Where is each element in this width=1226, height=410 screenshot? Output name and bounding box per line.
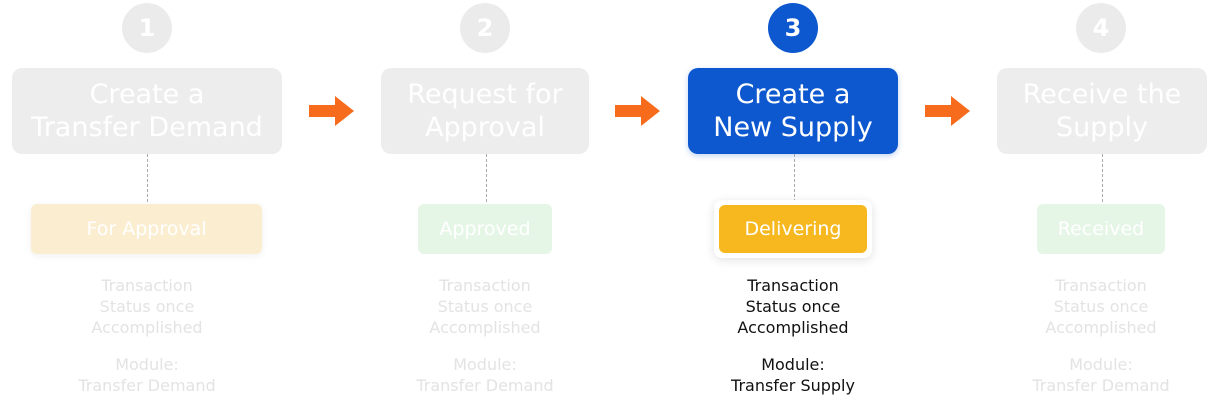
step-title-card: Request for Approval <box>381 68 589 154</box>
module-label: Module: Transfer Supply <box>731 355 855 395</box>
step-number-badge: 2 <box>460 3 510 53</box>
arrow-right-icon <box>925 96 970 126</box>
status-note: Transaction Status once Accomplished <box>91 276 203 337</box>
status-note: Transaction Status once Accomplished <box>429 276 541 337</box>
arrow-right-icon <box>615 96 660 126</box>
step-title-card: Create a New Supply <box>688 68 898 154</box>
status-badge: Received <box>1037 204 1165 254</box>
connector-line <box>147 154 148 202</box>
step-title-card: Create a Transfer Demand <box>12 68 282 154</box>
status-note: Transaction Status once Accomplished <box>1045 276 1157 337</box>
step-number-badge: 4 <box>1076 3 1126 53</box>
connector-line <box>486 154 487 202</box>
step-number-badge: 1 <box>122 3 172 53</box>
step-3: 3 Create a New Supply Delivering Transac… <box>678 0 918 410</box>
status-note: Transaction Status once Accomplished <box>737 276 849 337</box>
status-badge: Approved <box>418 204 552 254</box>
module-label: Module: Transfer Demand <box>78 355 216 395</box>
step-4: 4 Receive the Supply Received Transactio… <box>986 0 1226 410</box>
step-2: 2 Request for Approval Approved Transact… <box>370 0 610 410</box>
status-badge: For Approval <box>31 204 262 254</box>
step-title-card: Receive the Supply <box>997 68 1207 154</box>
step-1: 1 Create a Transfer Demand For Approval … <box>0 0 300 410</box>
module-label: Module: Transfer Demand <box>416 355 554 395</box>
status-badge: Delivering <box>719 205 867 253</box>
module-label: Module: Transfer Demand <box>1032 355 1170 395</box>
step-number-badge: 3 <box>768 3 818 53</box>
arrow-right-icon <box>309 96 354 126</box>
connector-line <box>794 154 795 202</box>
connector-line <box>1102 154 1103 202</box>
